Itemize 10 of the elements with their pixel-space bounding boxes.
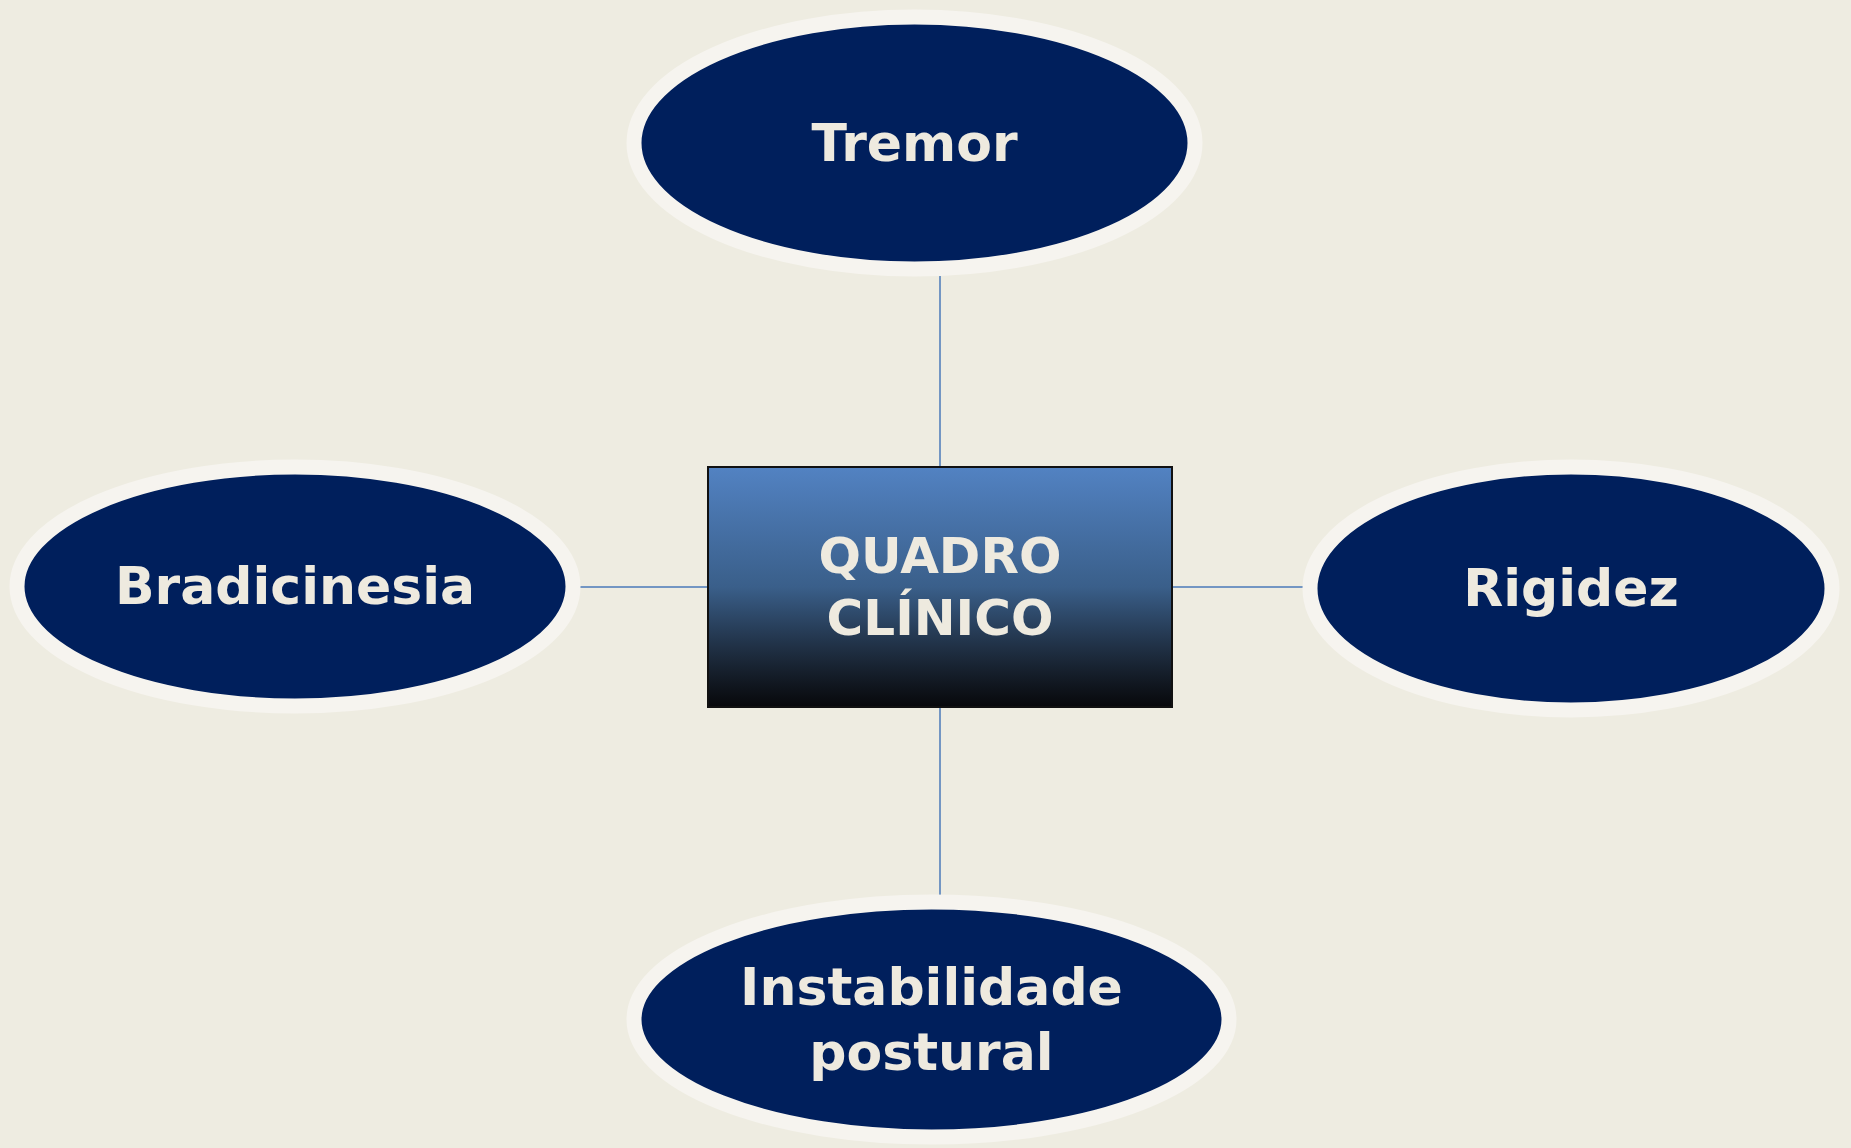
node-label: QUADRO CLÍNICO bbox=[817, 525, 1063, 649]
node-label: Tremor bbox=[810, 111, 1019, 175]
ellipse-node bbox=[626, 9, 1203, 277]
ellipse-node bbox=[9, 459, 581, 714]
node-label: Instabilidade postural bbox=[739, 955, 1124, 1084]
title-box bbox=[707, 466, 1173, 708]
ellipse-node bbox=[626, 894, 1237, 1145]
node-label: Bradicinesia bbox=[113, 555, 477, 618]
node-label: Rigidez bbox=[1462, 557, 1680, 620]
ellipse-node bbox=[1302, 459, 1840, 718]
